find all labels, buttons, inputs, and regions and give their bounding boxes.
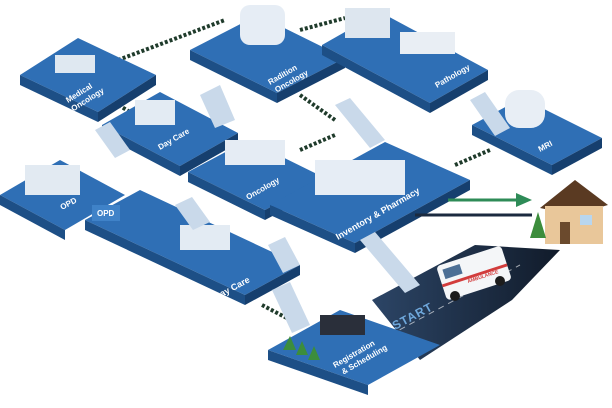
ambulance-body — [437, 246, 511, 300]
connector-radonc-oncology — [298, 93, 337, 122]
opd-sign-box — [92, 205, 120, 221]
stair-6 — [360, 232, 420, 293]
stair-3 — [335, 98, 385, 148]
plants — [283, 336, 320, 360]
platform-pathology: Pathology — [322, 8, 488, 113]
mri-scanner — [505, 90, 545, 128]
house-door — [560, 222, 570, 244]
arrows — [415, 193, 532, 217]
connector-oncology-inventory — [299, 133, 336, 152]
registration-desk — [320, 315, 365, 335]
arrow-to-house-head — [516, 193, 532, 207]
opd-sign-label: OPD — [97, 209, 115, 218]
plant-icon-3 — [308, 346, 320, 360]
platform-mri: MRI — [472, 90, 602, 175]
ambulance: AMBULANCE — [437, 246, 511, 301]
house-window — [580, 215, 592, 225]
road-surface — [372, 245, 560, 360]
pharmacy-shelves — [315, 160, 405, 195]
opd-beds — [25, 165, 80, 195]
stair-5 — [175, 197, 210, 230]
stair-4 — [470, 92, 510, 136]
platform-day-care-top: Day Care — [102, 92, 238, 176]
stair-8 — [268, 237, 300, 273]
connector-radonc-pathology — [299, 16, 346, 32]
pathology-lab-bench — [345, 8, 390, 38]
platform-opd-day-care: OPD Day Care — [85, 190, 300, 305]
stair-7 — [272, 282, 310, 333]
pathology-workstation — [400, 32, 455, 54]
tree-icon — [530, 212, 546, 238]
connector-medonc-radonc — [117, 18, 226, 62]
svg-text:Medical Oncology: Medical Oncology — [64, 77, 106, 113]
medical-oncology-equipment — [55, 55, 95, 73]
day-care-bottom-equipment — [180, 225, 230, 250]
radiation-machine — [240, 5, 285, 45]
house — [530, 180, 608, 244]
stairs — [95, 85, 510, 333]
house-wall — [545, 206, 603, 244]
connector-inventory-mri — [454, 148, 491, 167]
stair-2 — [200, 85, 235, 128]
oncology-workstation — [225, 140, 285, 165]
ambulance-wheel-front — [450, 291, 460, 301]
platform-inventory-pharmacy: Inventory & Pharmacy — [270, 142, 470, 253]
ambulance-window — [442, 264, 463, 280]
ambulance-wheel-back — [495, 276, 505, 286]
platform-medical-oncology: Medical Oncology — [20, 38, 156, 122]
platform-radiation-oncology: Radition Oncology — [190, 5, 345, 103]
ambulance-stripe — [441, 263, 508, 288]
stair-1 — [95, 122, 130, 158]
day-care-top-beds — [135, 100, 175, 125]
plant-icon-1 — [283, 336, 296, 350]
plant-icon-2 — [296, 341, 308, 355]
